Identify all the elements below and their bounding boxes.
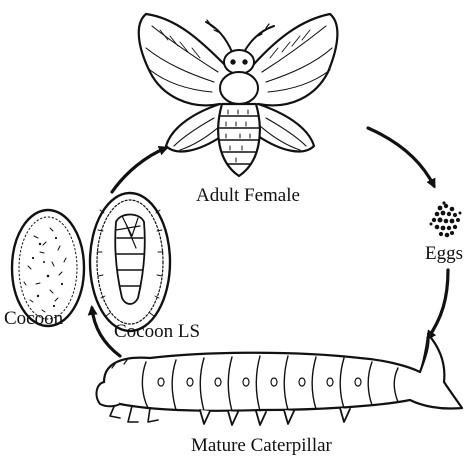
label-eggs: Eggs xyxy=(425,244,463,263)
arrow-eggs-to-caterpillar xyxy=(428,270,448,338)
cocoon-ls-illustration xyxy=(90,193,170,331)
label-adult-female: Adult Female xyxy=(196,186,300,205)
adult-female-moth-illustration xyxy=(139,14,338,176)
label-mature-caterpillar: Mature Caterpillar xyxy=(191,436,332,455)
arrow-cocoon-to-adult xyxy=(112,148,166,192)
label-cocoon-ls: Cocoon LS xyxy=(114,322,200,341)
arrow-adult-to-eggs xyxy=(368,128,434,186)
label-cocoon: Cocoon xyxy=(4,309,63,328)
eggs-cluster-illustration xyxy=(430,201,462,237)
mature-caterpillar-illustration xyxy=(97,334,462,425)
